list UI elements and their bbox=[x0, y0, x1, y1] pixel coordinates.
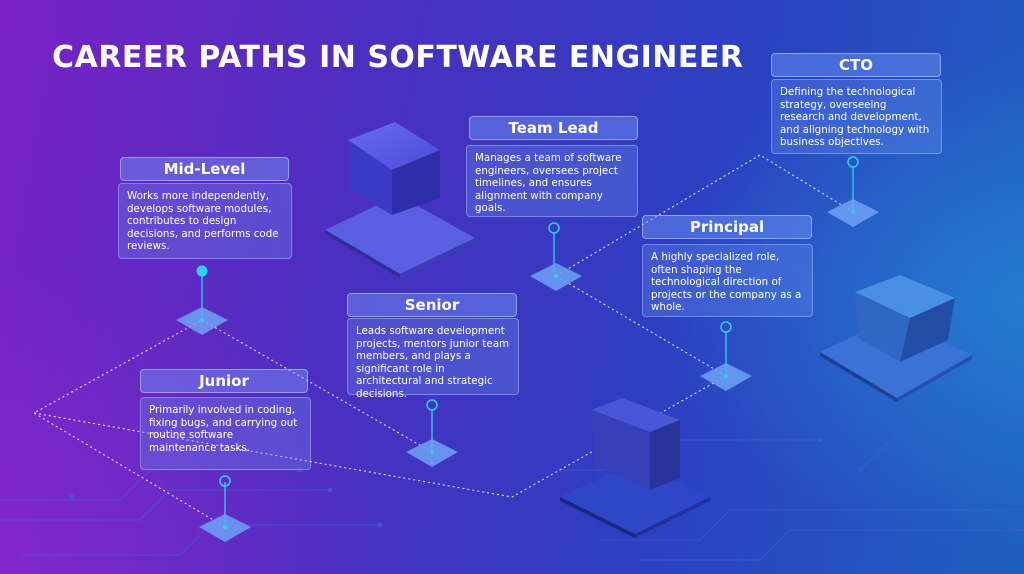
node-mid-level bbox=[176, 265, 228, 335]
mid-level-title: Mid-Level bbox=[120, 157, 289, 181]
cto-title: CTO bbox=[771, 53, 941, 77]
senior-title: Senior bbox=[347, 293, 517, 317]
node-cto bbox=[827, 156, 879, 227]
principal-title: Principal bbox=[642, 215, 812, 239]
circuit-nodes bbox=[69, 437, 863, 528]
node-senior bbox=[406, 399, 458, 467]
path-connectors bbox=[32, 154, 854, 528]
platform-bottom bbox=[560, 398, 710, 538]
node-junior bbox=[199, 475, 251, 542]
team-lead-title: Team Lead bbox=[469, 116, 638, 140]
junior-title: Junior bbox=[140, 369, 308, 393]
platform-left bbox=[325, 122, 475, 278]
junior-description: Primarily involved in coding, fixing bug… bbox=[140, 397, 311, 470]
team-lead-description: Manages a team of software engineers, ov… bbox=[466, 145, 638, 217]
cto-description: Defining the technological strategy, ove… bbox=[771, 79, 942, 154]
senior-description: Leads software development projects, men… bbox=[347, 318, 519, 400]
circuit-traces bbox=[0, 429, 1024, 561]
principal-description: A highly specialized role, often shaping… bbox=[642, 244, 813, 317]
page-title: CAREER PATHS IN SOFTWARE ENGINEER bbox=[52, 40, 744, 75]
mid-level-description: Works more independently, develops softw… bbox=[118, 183, 292, 259]
node-principal bbox=[700, 321, 752, 391]
platform-right bbox=[820, 275, 972, 402]
node-team-lead bbox=[530, 222, 582, 291]
